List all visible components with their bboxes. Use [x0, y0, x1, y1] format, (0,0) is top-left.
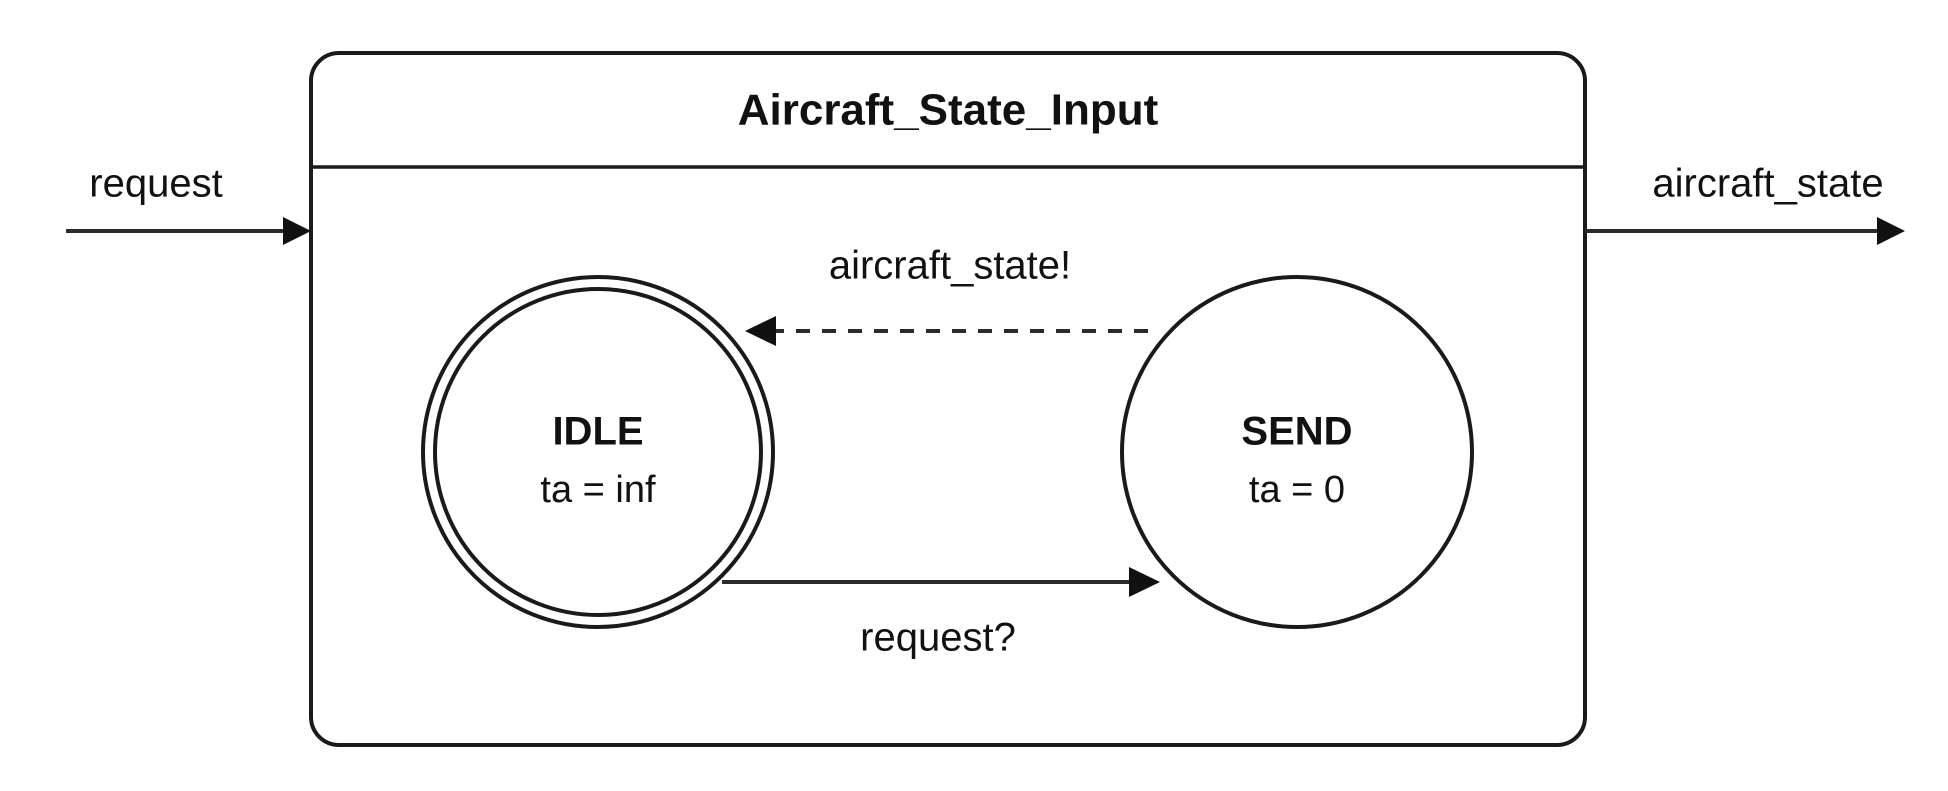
idle-inner-circle	[433, 287, 763, 617]
idle-to-send-arrowhead-icon	[1129, 567, 1160, 597]
send-state-name: SEND	[1241, 410, 1352, 454]
idle-state-ta: ta = inf	[540, 469, 656, 511]
output-arrowhead-icon	[1877, 217, 1905, 245]
model-title: Aircraft_State_Input	[738, 86, 1159, 135]
output-port-label: aircraft_state	[1652, 162, 1883, 206]
transition-idle-to-send[interactable]: request?	[722, 567, 1160, 660]
idle-state-name: IDLE	[552, 410, 643, 454]
transition-send-to-idle[interactable]: aircraft_state!	[745, 244, 1148, 346]
input-arrowhead-icon	[283, 217, 311, 245]
idle-to-send-label: request?	[860, 616, 1016, 660]
idle-outer-circle	[421, 275, 775, 629]
send-to-idle-arrowhead-icon	[745, 316, 776, 346]
send-outer-circle	[1120, 275, 1474, 629]
state-node-send[interactable]: SEND ta = 0	[1120, 275, 1474, 629]
input-port-arrow	[66, 217, 311, 245]
state-node-idle[interactable]: IDLE ta = inf	[421, 275, 775, 629]
send-state-ta: ta = 0	[1249, 469, 1345, 511]
send-to-idle-label: aircraft_state!	[829, 244, 1071, 288]
output-port-arrow	[1585, 217, 1905, 245]
input-port-label: request	[89, 162, 222, 206]
